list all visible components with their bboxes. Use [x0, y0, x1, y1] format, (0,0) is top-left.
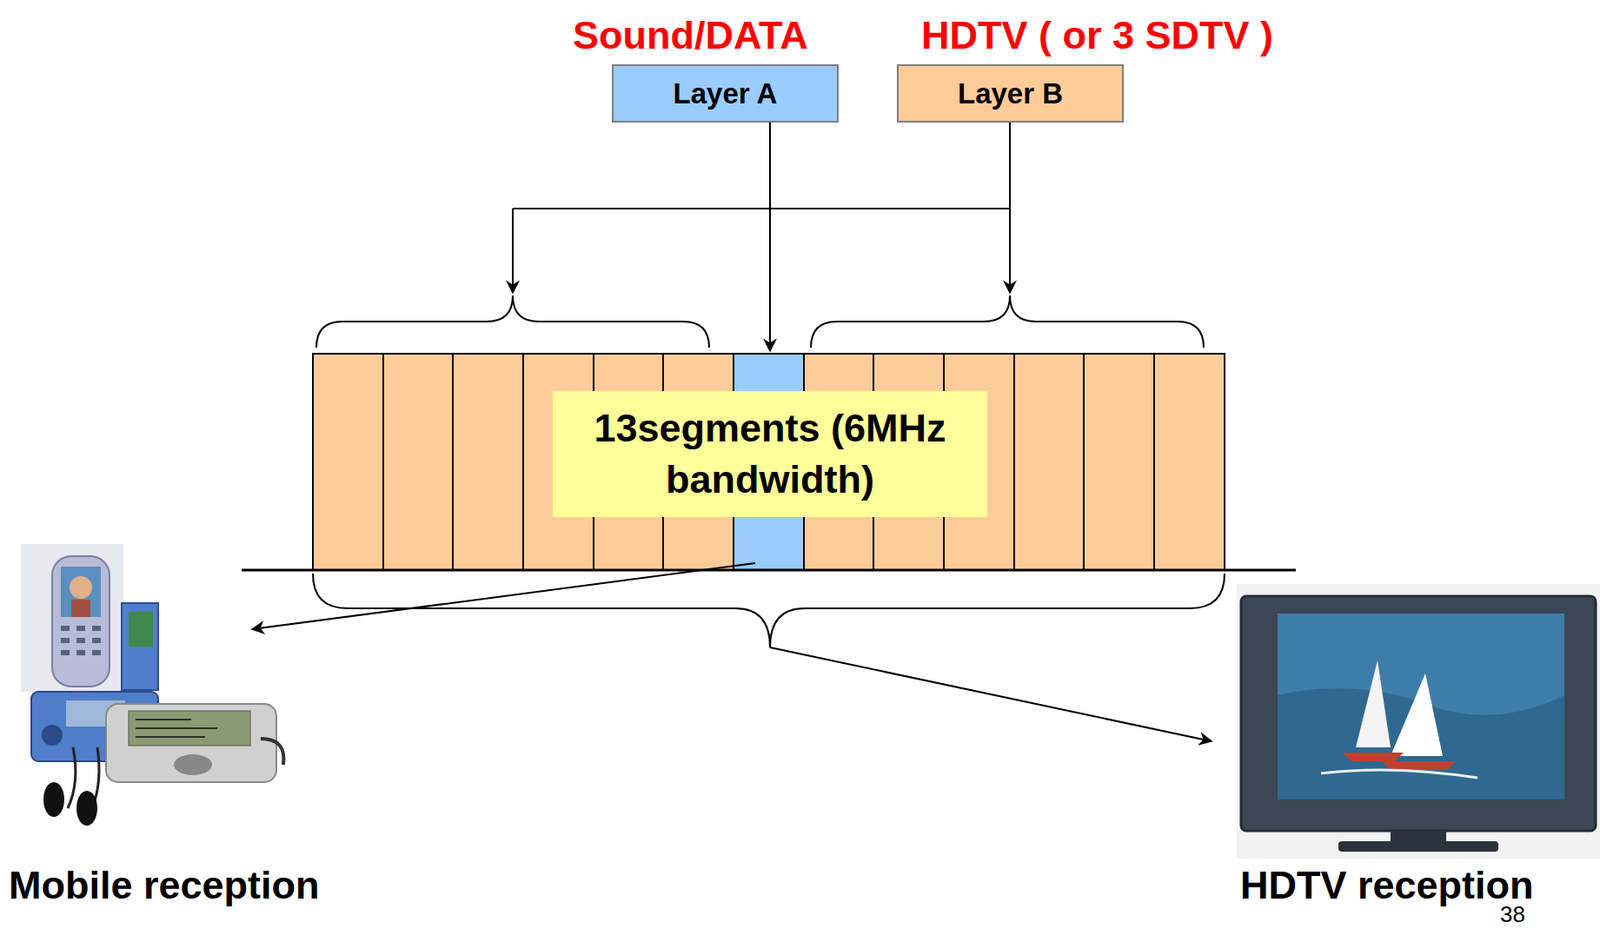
caption-label: Mobile reception	[8, 863, 320, 908]
segment-bar	[241, 353, 1296, 571]
caption-label: HDTV reception	[1240, 863, 1534, 908]
mobile-devices	[20, 544, 284, 826]
layer-heading: HDTV ( or 3 SDTV )	[921, 15, 1274, 55]
hdtv-set	[1236, 584, 1600, 859]
layer-label: Layer B	[957, 77, 1063, 111]
layer-box: HDTV ( or 3 SDTV )Layer B	[896, 64, 1124, 123]
feed-line	[252, 122, 1212, 742]
layer-box: Sound/DATALayer A	[611, 64, 839, 123]
layer-heading: Sound/DATA	[572, 15, 809, 55]
segment-label: 13segments (6MHz bandwidth)	[565, 403, 975, 505]
layer-box: 13segments (6MHz bandwidth)	[552, 391, 988, 518]
page-number: 38	[1500, 902, 1526, 928]
brace	[312, 295, 1225, 648]
layer-label: Layer A	[673, 77, 778, 111]
